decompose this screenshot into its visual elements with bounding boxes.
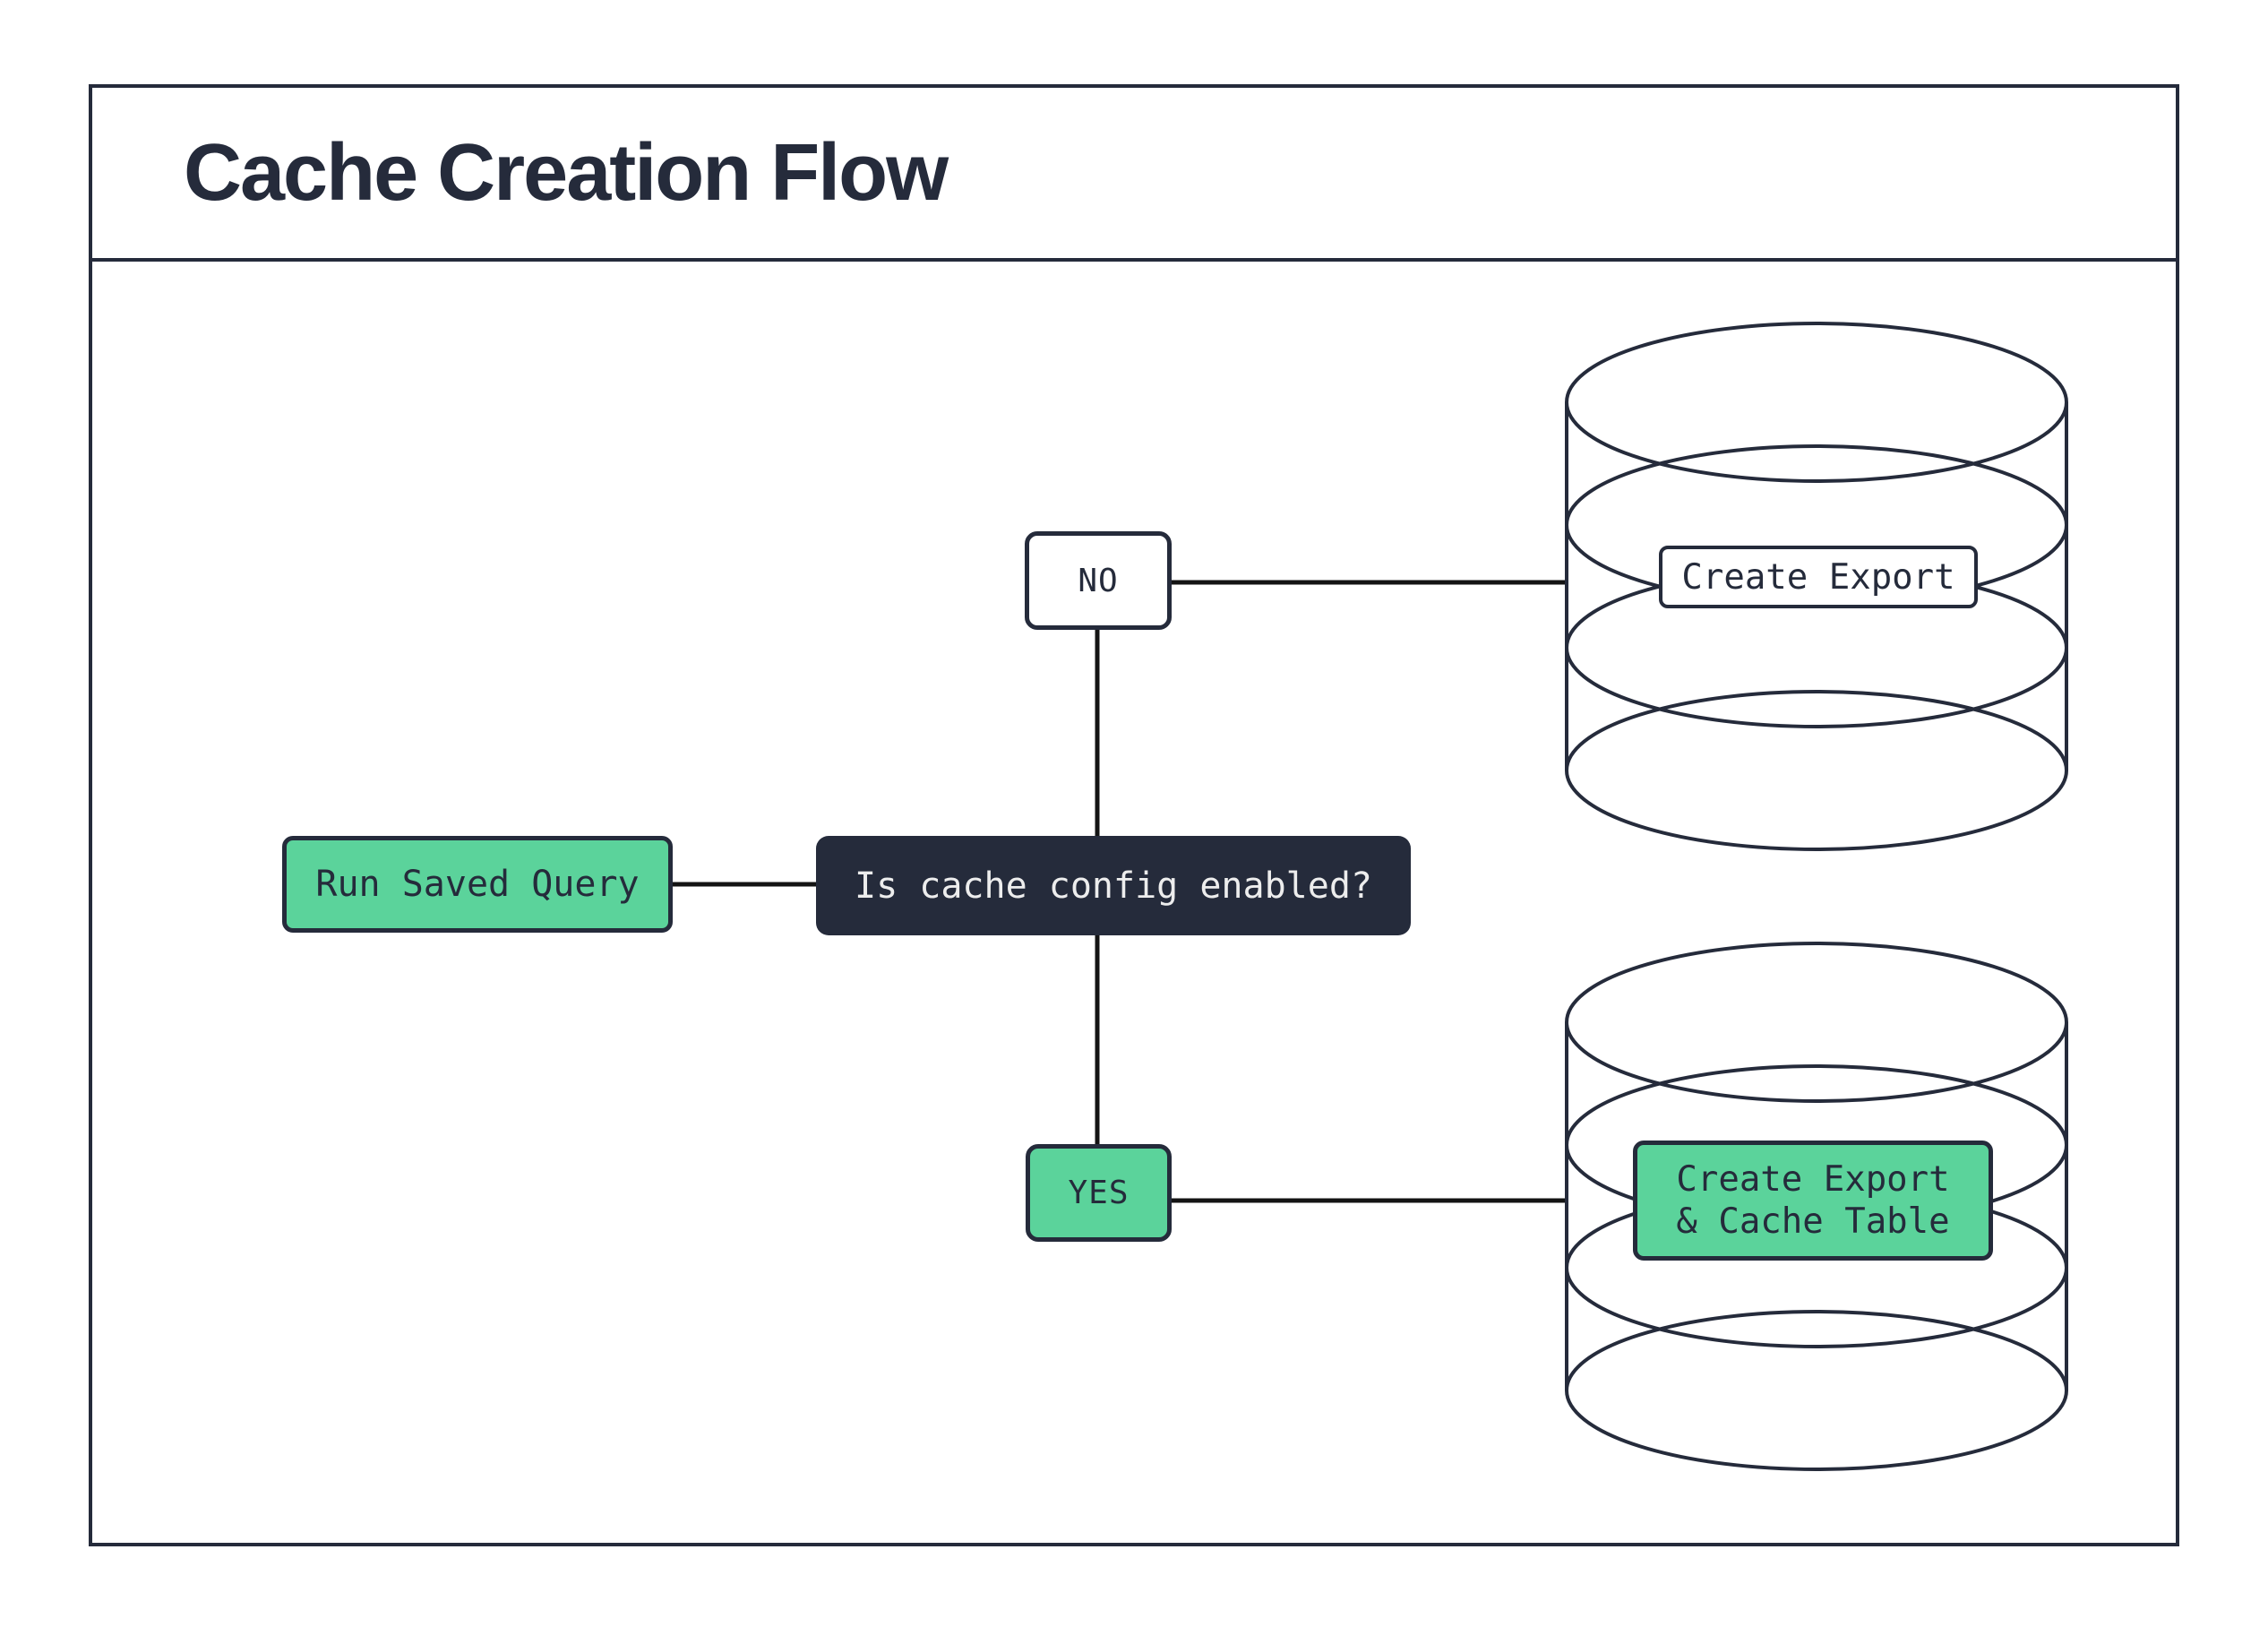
connector-lines: [673, 580, 1567, 1203]
diagram-frame: Cache Creation Flow: [89, 84, 2179, 1546]
diagram-header: Cache Creation Flow: [92, 88, 2176, 262]
branch-no-label: NO: [1078, 562, 1119, 599]
start-node-label: Run Saved Query: [315, 864, 640, 905]
decision-node-label: Is cache config enabled?: [855, 865, 1372, 907]
cache-db-label-node: Create Export & Cache Table: [1633, 1141, 1993, 1261]
export-db-label-node: Create Export: [1659, 546, 1978, 608]
branch-node-yes: YES: [1026, 1144, 1172, 1242]
cache-db-label-line2: & Cache Table: [1676, 1201, 1950, 1242]
decision-node-cache-config: Is cache config enabled?: [816, 836, 1411, 935]
start-node-run-saved-query: Run Saved Query: [282, 836, 673, 933]
page-title: Cache Creation Flow: [184, 127, 949, 218]
branch-yes-label: YES: [1068, 1175, 1130, 1211]
export-db-label: Create Export: [1681, 556, 1955, 598]
branch-node-no: NO: [1025, 531, 1172, 630]
cache-db-label-line1: Create Export: [1676, 1159, 1950, 1200]
